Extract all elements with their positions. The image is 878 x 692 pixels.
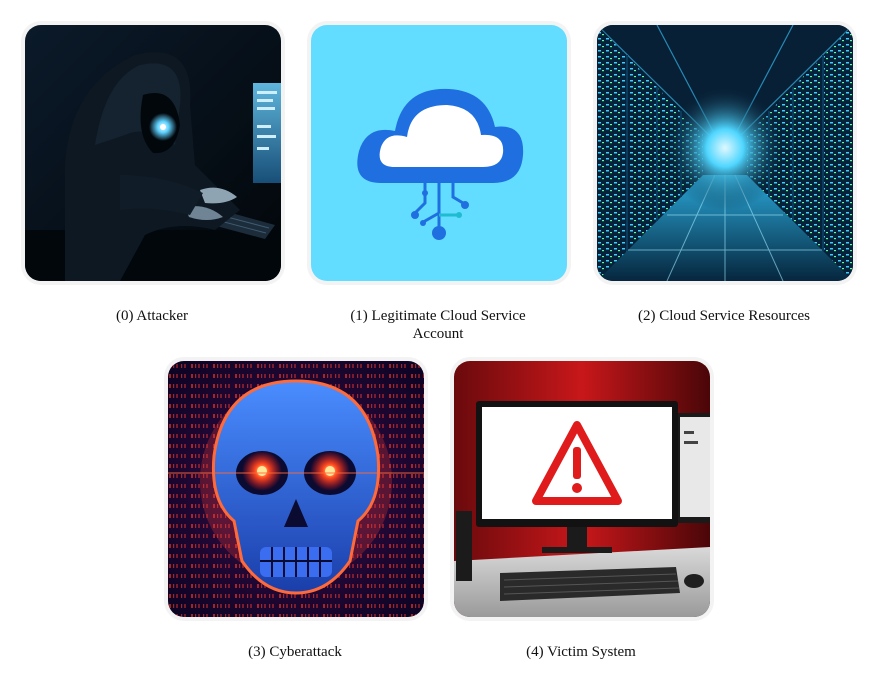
cloud-resources-caption: (2) Cloud Service Resources [637, 308, 811, 324]
cloud-account-caption-line2: Account [412, 326, 464, 342]
attacker-caption: (0) Attacker [115, 308, 189, 324]
cloud-account-caption-line1: (1) Legitimate Cloud Service [350, 308, 526, 324]
hooded-hacker-icon [25, 25, 281, 281]
victim-system-image [454, 361, 710, 617]
warning-monitor-icon [454, 361, 710, 617]
cloud-account-image [311, 25, 567, 281]
cloud-account-caption: (1) Legitimate Cloud Service Account [310, 307, 566, 343]
cyberattack-image [168, 361, 424, 617]
attacker-image [25, 25, 281, 281]
digital-skull-icon [168, 361, 424, 617]
server-corridor-icon [597, 25, 853, 281]
cloud-resources-image [597, 25, 853, 281]
cloud-network-icon [311, 25, 567, 281]
victim-system-caption: (4) Victim System [526, 644, 636, 660]
cyberattack-caption: (3) Cyberattack [248, 644, 342, 660]
